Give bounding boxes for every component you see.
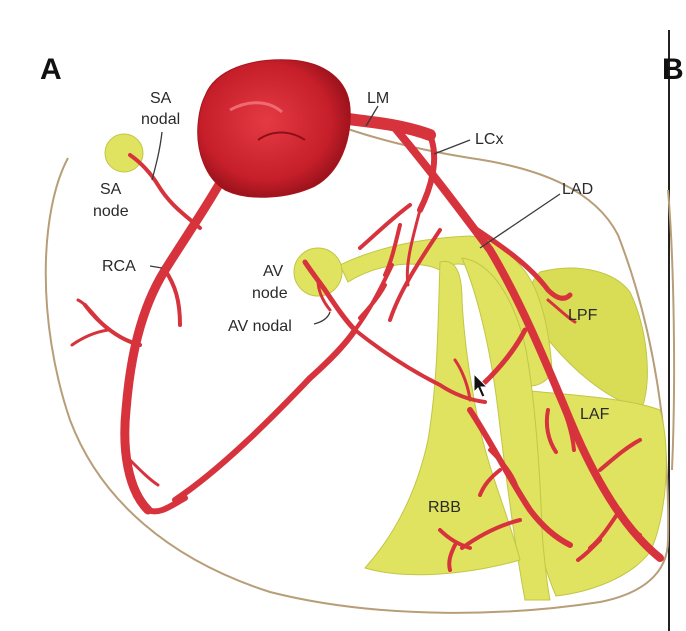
label-sa-node-1: SA xyxy=(100,181,122,198)
label-lad: LAD xyxy=(562,181,593,198)
label-lm: LM xyxy=(367,90,389,107)
posterior-descending-vessel xyxy=(172,327,358,503)
panel-label-a: A xyxy=(40,53,62,86)
label-av-nodal: AV nodal xyxy=(228,318,292,335)
aortic-root xyxy=(197,59,351,198)
septal-1 xyxy=(358,203,412,277)
lad-diagonal-1 xyxy=(467,222,573,301)
av-branch-c xyxy=(316,278,332,312)
lad-diagonal-4 xyxy=(598,438,642,537)
septal-3 xyxy=(405,208,422,287)
label-sa-node-2: node xyxy=(93,203,129,220)
rca-branch-right xyxy=(163,268,182,327)
rbb-lower-vessel xyxy=(467,407,573,548)
rbb-branch-2 xyxy=(438,528,472,572)
label-av-node-1: AV xyxy=(263,263,283,280)
label-rbb: RBB xyxy=(428,499,461,516)
rca-distal xyxy=(145,495,188,515)
lad-diagonal-3 xyxy=(544,388,576,454)
conduction-system xyxy=(104,133,667,601)
rca-branch-left xyxy=(83,303,142,347)
sa-node-shape xyxy=(104,133,144,173)
lcx-vessel xyxy=(417,132,438,213)
rca-branch-lower xyxy=(128,458,160,487)
rbb-branch-3 xyxy=(460,518,522,550)
heart-outline xyxy=(44,127,670,614)
septal-4 xyxy=(453,358,472,402)
label-sa-nodal-2: nodal xyxy=(141,111,180,128)
coronary-arteries xyxy=(70,112,664,572)
av-nodal-vessel xyxy=(302,259,358,333)
leader-lines xyxy=(149,105,561,325)
rbb-branch-1 xyxy=(478,448,518,497)
lad-diagonal-5 xyxy=(576,508,622,562)
rca-vessel xyxy=(120,145,243,515)
panel-label-b: B xyxy=(662,53,684,86)
lm-vessel xyxy=(334,112,436,141)
lpf-branch xyxy=(546,298,577,324)
label-lpf: LPF xyxy=(568,307,598,324)
label-av-node-2: node xyxy=(252,285,288,302)
label-sa-nodal-1: SA xyxy=(150,90,172,107)
sa-nodal-vessel xyxy=(128,153,202,230)
label-laf: LAF xyxy=(580,406,610,423)
av-branch-b xyxy=(353,328,487,404)
rca-branch-left2 xyxy=(70,298,110,347)
av-branch-a xyxy=(353,263,394,332)
label-lcx: LCx xyxy=(475,131,503,148)
left-bundle-shape xyxy=(461,257,551,601)
label-rca: RCA xyxy=(102,258,136,275)
septal-2 xyxy=(388,228,442,322)
right-panel-heart-edge xyxy=(667,189,676,471)
mouse-cursor-icon xyxy=(473,372,489,398)
lad-diagonal-2 xyxy=(479,327,528,388)
